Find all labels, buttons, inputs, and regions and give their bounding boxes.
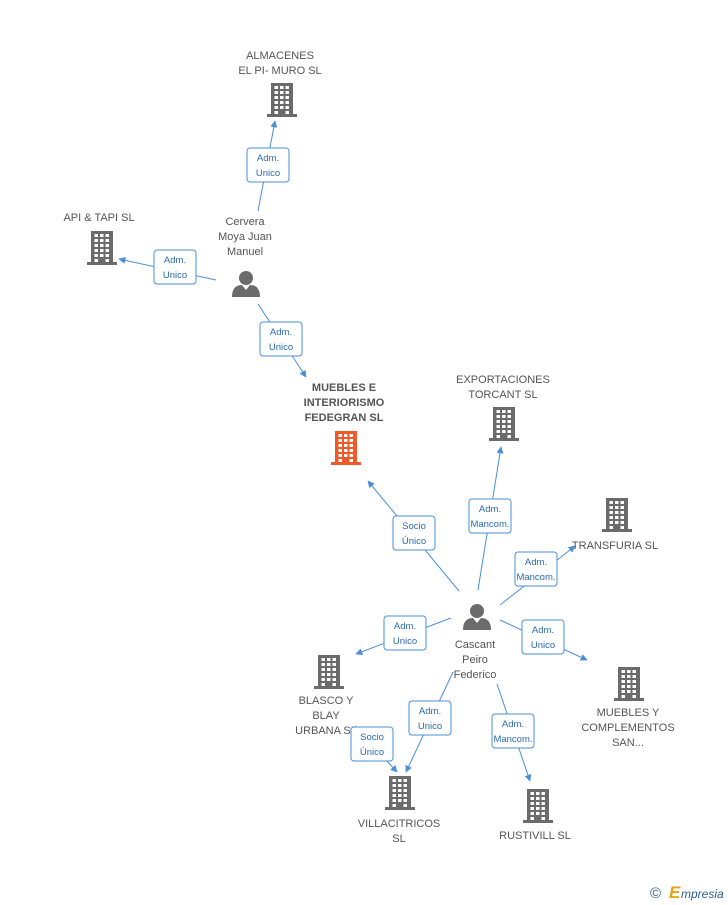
node-label: URBANA SL bbox=[295, 725, 357, 737]
edge-label-text: Mancom. bbox=[493, 734, 532, 745]
edge-label-box bbox=[392, 515, 436, 551]
node-label: COMPLEMENTOS bbox=[581, 722, 674, 734]
edge-label-box bbox=[408, 700, 452, 736]
edge-label-text: Adm. bbox=[270, 327, 292, 338]
edge-label-text: Unico bbox=[269, 342, 293, 353]
edge-label-text: Adm. bbox=[532, 625, 554, 636]
edge-label-cascant-to-transfuria[interactable]: Adm. Mancom. bbox=[514, 551, 558, 587]
edge-label-box bbox=[468, 498, 512, 534]
edge-label-box bbox=[521, 619, 565, 655]
node-label: VILLACITRICOS bbox=[358, 818, 441, 830]
node-label: Federico bbox=[454, 669, 497, 681]
node-label: Cervera bbox=[225, 216, 265, 228]
edge-label-text: Adm. bbox=[502, 719, 524, 730]
building-icon bbox=[314, 655, 344, 689]
edge-label-cascant-to-exportaciones[interactable]: Adm. Mancom. bbox=[468, 498, 512, 534]
edge-label-text: Adm. bbox=[164, 255, 186, 266]
node-blasco[interactable]: BLASCO Y BLAY URBANA SL bbox=[295, 655, 357, 737]
node-label: SAN... bbox=[612, 737, 644, 749]
edge-label-cervera-to-muebles_fedegran[interactable]: Adm. Unico bbox=[259, 321, 303, 357]
node-label: SL bbox=[392, 833, 405, 845]
copyright-icon: © bbox=[650, 885, 661, 902]
node-label: EXPORTACIONES bbox=[456, 374, 550, 386]
brand-logo-initial: E bbox=[669, 883, 681, 902]
edge-label-box bbox=[153, 249, 197, 285]
edge-label-box bbox=[383, 615, 427, 651]
node-label: ALMACENES bbox=[246, 50, 314, 62]
edge-label-cascant-to-blasco[interactable]: Adm. Unico bbox=[383, 615, 427, 651]
edge-label-text: Mancom. bbox=[470, 519, 509, 530]
building-icon bbox=[614, 667, 644, 701]
building-icon bbox=[87, 231, 117, 265]
edge-label-text: Adm. bbox=[257, 153, 279, 164]
edge-label-cervera-to-almacenes[interactable]: Adm. Unico bbox=[246, 147, 290, 183]
node-label: INTERIORISMO bbox=[304, 397, 385, 409]
edge-label-text: Único bbox=[402, 536, 426, 547]
node-label: BLAY bbox=[312, 710, 340, 722]
node-muebles-complementos[interactable]: MUEBLES Y COMPLEMENTOS SAN... bbox=[581, 667, 675, 749]
node-transfuria[interactable]: TRANSFURIA SL bbox=[572, 498, 658, 552]
edge-label-text: Socio bbox=[402, 521, 426, 532]
watermark: © E mpresia bbox=[650, 883, 724, 902]
node-label: TORCANT SL bbox=[468, 389, 537, 401]
node-label: TRANSFURIA SL bbox=[572, 540, 658, 552]
node-label: RUSTIVILL SL bbox=[499, 830, 571, 842]
edge-label-text: Adm. bbox=[479, 504, 501, 515]
node-label: BLASCO Y bbox=[299, 695, 354, 707]
building-icon bbox=[523, 789, 553, 823]
edge-label-cascant-to-muebles_complementos[interactable]: Adm. Unico bbox=[521, 619, 565, 655]
node-label: EL PI- MURO SL bbox=[238, 65, 321, 77]
building-icon bbox=[385, 776, 415, 810]
edge-label-text: Adm. bbox=[525, 557, 547, 568]
nodes-layer: ALMACENES EL PI- MURO SL API & TAPI SL Cerv… bbox=[63, 50, 674, 845]
edge-label-text: Unico bbox=[393, 636, 417, 647]
edge-label-text: Unico bbox=[256, 168, 280, 179]
edge-label-box bbox=[259, 321, 303, 357]
node-label: Cascant bbox=[455, 639, 495, 651]
node-label: Manuel bbox=[227, 246, 263, 258]
edge-labels-layer: Adm.UnicoAdm.UnicoAdm.UnicoSocioÚnicoAdm… bbox=[153, 147, 565, 762]
building-icon bbox=[602, 498, 632, 532]
edge-label-text: Unico bbox=[163, 270, 187, 281]
edge-label-box bbox=[514, 551, 558, 587]
edge-label-cascant-to-rustivill[interactable]: Adm. Mancom. bbox=[491, 713, 535, 749]
node-muebles-fedegran[interactable]: MUEBLES E INTERIORISMO FEDEGRAN SL bbox=[304, 382, 385, 465]
edge-label-box bbox=[350, 726, 394, 762]
node-rustivill[interactable]: RUSTIVILL SL bbox=[499, 789, 571, 842]
edge-label-text: Adm. bbox=[394, 621, 416, 632]
person-icon bbox=[463, 604, 491, 630]
edge-label-text: Único bbox=[360, 747, 384, 758]
edge-label-cervera-to-api_tapi[interactable]: Adm. Unico bbox=[153, 249, 197, 285]
edge-label-text: Mancom. bbox=[516, 572, 555, 583]
edge-label-cascant-to-villacitricos[interactable]: Adm. Unico bbox=[408, 700, 452, 736]
node-label: Peiro bbox=[462, 654, 488, 666]
edge-label-text: Unico bbox=[418, 721, 442, 732]
brand-logo-text: mpresia bbox=[681, 887, 724, 901]
node-label: MUEBLES Y bbox=[597, 707, 660, 719]
node-villacitricos[interactable]: VILLACITRICOS SL bbox=[358, 776, 441, 845]
node-label: MUEBLES E bbox=[312, 382, 376, 394]
building-icon bbox=[489, 407, 519, 441]
person-icon bbox=[232, 271, 260, 297]
node-label: FEDEGRAN SL bbox=[305, 412, 384, 424]
edge-label-text: Socio bbox=[360, 732, 384, 743]
node-exportaciones[interactable]: EXPORTACIONES TORCANT SL bbox=[456, 374, 550, 441]
node-label: Moya Juan bbox=[218, 231, 272, 243]
edge-label-text: Adm. bbox=[419, 706, 441, 717]
building-icon bbox=[267, 83, 297, 117]
edge-label-box bbox=[491, 713, 535, 749]
node-almacenes[interactable]: ALMACENES EL PI- MURO SL bbox=[238, 50, 322, 117]
building-icon bbox=[331, 431, 361, 465]
node-api-tapi[interactable]: API & TAPI SL bbox=[63, 212, 135, 265]
edge-label-box bbox=[246, 147, 290, 183]
edge-label-text: Unico bbox=[531, 640, 555, 651]
node-label: API & TAPI SL bbox=[63, 212, 134, 224]
